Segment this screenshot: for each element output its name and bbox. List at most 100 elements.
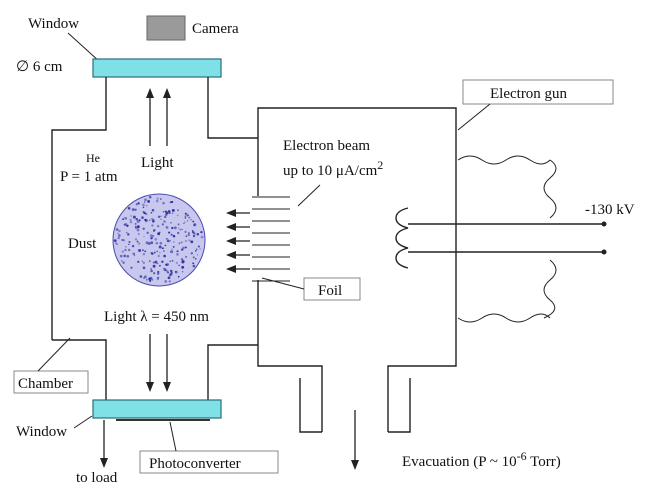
- dust-particle: [138, 249, 142, 252]
- dust-particle: [181, 271, 184, 273]
- dust-particle: [185, 240, 187, 242]
- dust-particle: [144, 201, 146, 203]
- dust-particle: [150, 252, 154, 255]
- dust-particle: [200, 235, 204, 239]
- dust-particle: [157, 272, 160, 275]
- dust-particle: [151, 236, 154, 239]
- electron-gun-leader: [457, 103, 491, 131]
- dust-particle: [150, 269, 153, 273]
- dust-particle: [184, 212, 187, 215]
- dust-particle: [187, 233, 190, 237]
- dust-particle: [158, 264, 161, 267]
- dust-particle: [152, 218, 155, 221]
- dust-particle: [151, 224, 154, 227]
- dust-particle: [177, 231, 180, 235]
- foil-label: Foil: [318, 283, 342, 299]
- foil-plates: [252, 196, 290, 282]
- dust-particle: [170, 271, 173, 274]
- dust-particle: [142, 210, 145, 213]
- dust-particles: [113, 195, 204, 283]
- dust-label: Dust: [68, 236, 97, 252]
- window-top-leader: [67, 32, 101, 63]
- electron-beam-arrows: [226, 209, 250, 273]
- dust-particle: [145, 219, 148, 222]
- dust-particle: [164, 244, 167, 247]
- dust-particle: [153, 261, 155, 263]
- dust-particle: [176, 250, 179, 253]
- dust-particle: [138, 233, 140, 235]
- dust-particle: [141, 249, 144, 252]
- dust-particle: [159, 241, 163, 245]
- dust-particle: [173, 226, 177, 230]
- dust-particle: [145, 278, 148, 281]
- dust-particle: [164, 269, 167, 271]
- dust-particle: [121, 250, 125, 253]
- dust-particle: [179, 228, 182, 231]
- cathode-filament: [395, 207, 409, 269]
- dust-particle: [161, 260, 164, 263]
- dust-particle: [157, 254, 160, 258]
- dust-particle: [147, 242, 151, 245]
- dust-particle: [126, 254, 130, 258]
- dust-particle: [146, 231, 149, 235]
- dust-particle: [200, 230, 203, 234]
- dust-particle: [163, 267, 165, 270]
- dust-particle: [148, 279, 152, 282]
- dust-particle: [135, 203, 138, 206]
- dust-particle: [149, 234, 153, 238]
- dust-particle: [151, 279, 154, 281]
- dust-particle: [137, 242, 141, 245]
- electron-beam-label-line1: Electron beam: [283, 138, 370, 154]
- dust-particle: [190, 219, 192, 221]
- dust-particle: [177, 275, 180, 278]
- dust-particle: [141, 260, 144, 263]
- dust-particle: [191, 230, 194, 232]
- dust-particle: [157, 225, 160, 228]
- dust-particle: [178, 227, 180, 229]
- dust-particle: [142, 227, 145, 230]
- dust-particle: [120, 260, 123, 262]
- camera-label: Camera: [192, 21, 239, 37]
- dust-particle: [185, 255, 188, 258]
- dust-particle: [157, 232, 161, 236]
- dust-particle: [136, 228, 140, 232]
- dust-particle: [163, 250, 165, 252]
- dust-particle: [181, 248, 184, 251]
- dust-particle: [145, 204, 148, 207]
- dust-particle: [155, 199, 159, 203]
- dust-particle: [159, 252, 161, 254]
- dust-particle: [124, 248, 127, 252]
- dust-particle: [180, 258, 184, 261]
- dust-particle: [187, 231, 190, 234]
- dust-particle: [128, 248, 131, 252]
- dust-particle: [145, 241, 149, 245]
- dust-particle: [132, 252, 136, 256]
- chamber-walls: [51, 77, 258, 400]
- dust-particle: [131, 244, 135, 248]
- dust-particle: [161, 223, 165, 226]
- dust-particle: [167, 271, 170, 274]
- dust-particle: [148, 195, 152, 199]
- dust-particle: [192, 256, 195, 259]
- dust-particle: [192, 220, 195, 223]
- dust-particle: [162, 201, 165, 205]
- terminal-lower: [601, 249, 607, 255]
- dust-particle: [159, 198, 162, 200]
- dust-particle: [192, 262, 195, 265]
- dust-particle: [168, 211, 171, 215]
- dust-particle: [170, 222, 172, 224]
- dust-particle: [160, 215, 162, 217]
- window-top: [92, 58, 222, 78]
- dust-particle: [163, 254, 166, 258]
- dust-particle: [134, 238, 138, 241]
- dust-particle: [130, 266, 133, 269]
- dust-particle: [184, 230, 187, 233]
- dust-particle: [136, 225, 140, 229]
- dust-particle: [184, 246, 187, 249]
- dust-particle: [163, 215, 167, 219]
- light-up-arrows: [146, 88, 171, 146]
- dust-particle: [148, 277, 151, 281]
- dust-particle: [191, 231, 195, 234]
- photoconverter-leader: [169, 421, 177, 452]
- dust-particle: [128, 243, 130, 246]
